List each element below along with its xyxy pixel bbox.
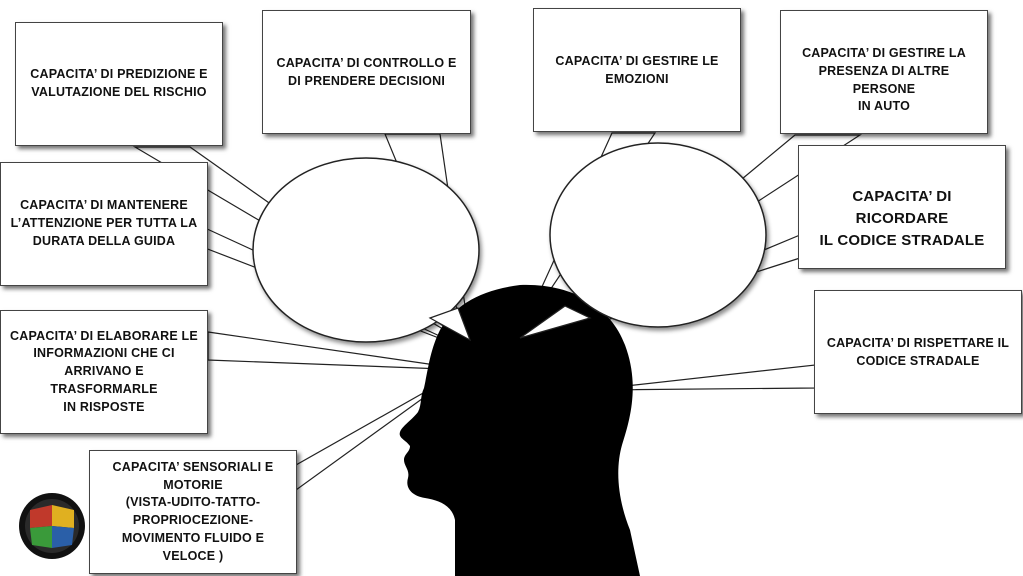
box-gestire-emozioni-text: CAPACITA’ DI GESTIRE LE EMOZIONI bbox=[555, 54, 719, 86]
box-rispettare-codice-text: CAPACITA’ DI RISPETTARE IL CODICE STRADA… bbox=[826, 336, 1010, 368]
box-altre-persone: CAPACITA’ DI GESTIRE LA PRESENZA DI ALTR… bbox=[780, 10, 988, 134]
box-predizione-rischio: CAPACITA’ DI PREDIZIONE E VALUTAZIONE DE… bbox=[15, 22, 223, 146]
box-mantenere-attenzione-text: CAPACITA’ DI MANTENERE L’ATTENZIONE PER … bbox=[10, 198, 198, 248]
thought-bubble-right bbox=[549, 142, 767, 328]
box-altre-persone-text: CAPACITA’ DI GESTIRE LA PRESENZA DI ALTR… bbox=[802, 46, 966, 114]
box-mantenere-attenzione: CAPACITA’ DI MANTENERE L’ATTENZIONE PER … bbox=[0, 162, 208, 286]
thought-bubble-left bbox=[252, 157, 480, 343]
box-rispettare-codice: CAPACITA’ DI RISPETTARE IL CODICE STRADA… bbox=[814, 290, 1022, 414]
box-sensoriali-motorie-text: CAPACITA’ SENSORIALI E MOTORIE (VISTA-UD… bbox=[112, 459, 274, 563]
box-controllo-decisioni: CAPACITA’ DI CONTROLLO E DI PRENDERE DEC… bbox=[262, 10, 471, 134]
box-elaborare-informazioni: CAPACITA’ DI ELABORARE LE INFORMAZIONI C… bbox=[0, 310, 208, 434]
bubble-tail-right bbox=[519, 305, 592, 339]
box-gestire-emozioni: CAPACITA’ DI GESTIRE LE EMOZIONI bbox=[533, 8, 741, 132]
box-elaborare-informazioni-text: CAPACITA’ DI ELABORARE LE INFORMAZIONI C… bbox=[10, 328, 198, 414]
head-silhouette bbox=[399, 284, 640, 576]
bubble-tail-left bbox=[428, 307, 472, 342]
box-controllo-decisioni-text: CAPACITA’ DI CONTROLLO E DI PRENDERE DEC… bbox=[276, 56, 457, 88]
box-ricordare-codice: CAPACITA’ DI RICORDARE IL CODICE STRADAL… bbox=[798, 145, 1006, 269]
logo bbox=[19, 493, 85, 559]
box-predizione-rischio-text: CAPACITA’ DI PREDIZIONE E VALUTAZIONE DE… bbox=[30, 67, 208, 99]
box-sensoriali-motorie: CAPACITA’ SENSORIALI E MOTORIE (VISTA-UD… bbox=[89, 450, 297, 574]
box-ricordare-codice-text: CAPACITA’ DI RICORDARE IL CODICE STRADAL… bbox=[819, 188, 985, 249]
